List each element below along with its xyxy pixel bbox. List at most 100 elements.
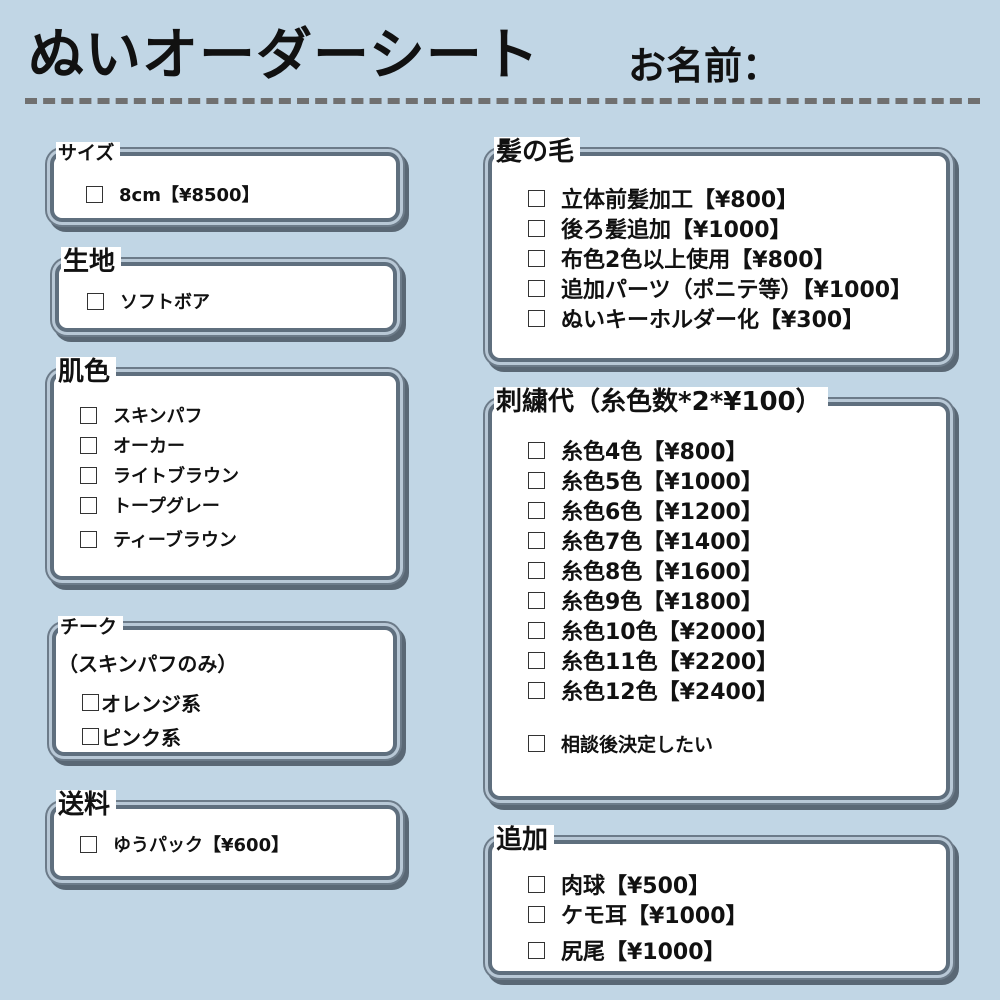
option-hair-4[interactable]: 追加パーツ（ポニテ等）【¥1000】 [528, 272, 912, 304]
checkbox[interactable] [82, 728, 99, 745]
option-label: ゆうパック【¥600】 [113, 835, 290, 856]
option-label: 尻尾【¥1000】 [561, 940, 726, 965]
cheek-note: （スキンパフのみ） [58, 652, 238, 676]
checkbox[interactable] [80, 835, 97, 853]
hair-section-label: 髪の毛 [494, 137, 581, 167]
option-label: 糸色9色【¥1800】 [561, 590, 763, 615]
checkbox[interactable] [80, 530, 97, 548]
option-label: 立体前髪加工【¥800】 [561, 188, 799, 213]
option-label: ケモ耳【¥1000】 [561, 904, 748, 929]
option-label: オーカー [113, 436, 185, 457]
checkbox[interactable] [528, 219, 545, 237]
option-label: 糸色8色【¥1600】 [561, 560, 763, 585]
option-label: 糸色5色【¥1000】 [561, 470, 763, 495]
option-embroidery-12[interactable]: 糸色12色【¥2400】 [528, 674, 778, 706]
option-shipping-yupack[interactable]: ゆうパック【¥600】 [80, 831, 289, 857]
option-embroidery-11[interactable]: 糸色11色【¥2200】 [528, 644, 778, 676]
option-skin-2[interactable]: オーカー [80, 432, 185, 458]
checkbox[interactable] [80, 496, 97, 514]
option-label: 糸色4色【¥800】 [561, 440, 748, 465]
option-label: 肉球【¥500】 [561, 874, 711, 899]
extra-section-label: 追加 [494, 825, 555, 855]
option-label: 布色2色以上使用【¥800】 [561, 248, 836, 273]
checkbox[interactable] [528, 735, 545, 752]
checkbox[interactable] [82, 694, 99, 711]
option-hair-3[interactable]: 布色2色以上使用【¥800】 [528, 242, 836, 274]
option-label: 糸色11色【¥2200】 [561, 650, 779, 675]
shipping-section: 送料 ゆうパック【¥600】 [50, 790, 400, 880]
option-fabric-softboa[interactable]: ソフトボア [87, 288, 210, 314]
option-embroidery-10[interactable]: 糸色10色【¥2000】 [528, 614, 778, 646]
checkbox[interactable] [528, 621, 545, 639]
checkbox[interactable] [80, 406, 97, 424]
checkbox[interactable] [528, 531, 545, 549]
checkbox[interactable] [86, 185, 103, 203]
checkbox[interactable] [528, 681, 545, 699]
option-hair-1[interactable]: 立体前髪加工【¥800】 [528, 182, 798, 214]
option-skin-1[interactable]: スキンパフ [80, 402, 202, 428]
option-label: ライトブラウン [113, 466, 239, 487]
page-title: ぬいオーダーシート [28, 23, 540, 88]
fabric-section: 生地 ソフトボア [55, 247, 397, 332]
checkbox[interactable] [528, 441, 545, 459]
option-skin-4[interactable]: トープグレー [80, 492, 220, 518]
checkbox[interactable] [528, 875, 545, 893]
cheek-section: チーク （スキンパフのみ） オレンジ系 ピンク系 [52, 616, 397, 756]
option-extra-3[interactable]: 尻尾【¥1000】 [528, 934, 726, 966]
option-skin-3[interactable]: ライトブラウン [80, 462, 239, 488]
checkbox[interactable] [528, 309, 545, 327]
checkbox[interactable] [528, 941, 545, 959]
header-divider [25, 98, 980, 104]
option-skin-5[interactable]: ティーブラウン [80, 526, 237, 552]
checkbox[interactable] [87, 292, 104, 310]
option-size-8cm[interactable]: 8cm【¥8500】 [86, 181, 260, 207]
name-label: お名前： [628, 44, 781, 88]
checkbox[interactable] [528, 279, 545, 297]
option-label: ぬいキーホルダー化【¥300】 [561, 308, 865, 333]
option-embroidery-9[interactable]: 糸色9色【¥1800】 [528, 584, 763, 616]
checkbox[interactable] [528, 561, 545, 579]
checkbox[interactable] [528, 651, 545, 669]
option-label: 後ろ髪追加【¥1000】 [561, 218, 792, 243]
option-extra-2[interactable]: ケモ耳【¥1000】 [528, 898, 748, 930]
option-embroidery-5[interactable]: 糸色5色【¥1000】 [528, 464, 763, 496]
option-label: ソフトボア [120, 292, 210, 313]
option-embroidery-consult[interactable]: 相談後決定したい [528, 730, 713, 757]
checkbox[interactable] [528, 249, 545, 267]
fabric-section-label: 生地 [61, 247, 122, 277]
option-label: スキンパフ [113, 406, 203, 427]
header: ぬいオーダーシート お名前： [28, 18, 978, 89]
checkbox[interactable] [528, 905, 545, 923]
embroidery-section-label: 刺繍代（糸色数*2*¥100） [494, 387, 828, 417]
size-section-label: サイズ [56, 142, 121, 164]
option-label: 追加パーツ（ポニテ等）【¥1000】 [561, 278, 913, 303]
checkbox[interactable] [528, 501, 545, 519]
option-label: 糸色12色【¥2400】 [561, 680, 779, 705]
shipping-section-label: 送料 [56, 790, 117, 820]
option-extra-1[interactable]: 肉球【¥500】 [528, 868, 710, 900]
option-embroidery-7[interactable]: 糸色7色【¥1400】 [528, 524, 763, 556]
option-embroidery-4[interactable]: 糸色4色【¥800】 [528, 434, 748, 466]
extra-section: 追加 肉球【¥500】 ケモ耳【¥1000】 尻尾【¥1000】 [488, 825, 950, 975]
checkbox[interactable] [80, 436, 97, 454]
checkbox[interactable] [528, 471, 545, 489]
option-cheek-orange[interactable]: オレンジ系 [82, 688, 201, 717]
option-cheek-pink[interactable]: ピンク系 [82, 722, 181, 751]
option-label: 相談後決定したい [561, 734, 714, 756]
checkbox[interactable] [80, 466, 97, 484]
option-label: ティーブラウン [113, 530, 237, 551]
size-section: サイズ 8cm【¥8500】 [50, 142, 400, 222]
cheek-section-label: チーク [58, 616, 124, 638]
option-label: トープグレー [113, 496, 220, 517]
option-label: ピンク系 [101, 726, 181, 750]
option-hair-2[interactable]: 後ろ髪追加【¥1000】 [528, 212, 792, 244]
checkbox[interactable] [528, 189, 545, 207]
checkbox[interactable] [528, 591, 545, 609]
option-label: 糸色7色【¥1400】 [561, 530, 763, 555]
skin-section: 肌色 スキンパフ オーカー ライトブラウン トープグレー ティーブラウン [50, 357, 400, 580]
option-embroidery-8[interactable]: 糸色8色【¥1600】 [528, 554, 763, 586]
option-hair-5[interactable]: ぬいキーホルダー化【¥300】 [528, 302, 864, 334]
option-embroidery-6[interactable]: 糸色6色【¥1200】 [528, 494, 763, 526]
embroidery-section: 刺繍代（糸色数*2*¥100） 糸色4色【¥800】 糸色5色【¥1000】 糸… [488, 387, 950, 800]
option-label: オレンジ系 [101, 692, 201, 716]
